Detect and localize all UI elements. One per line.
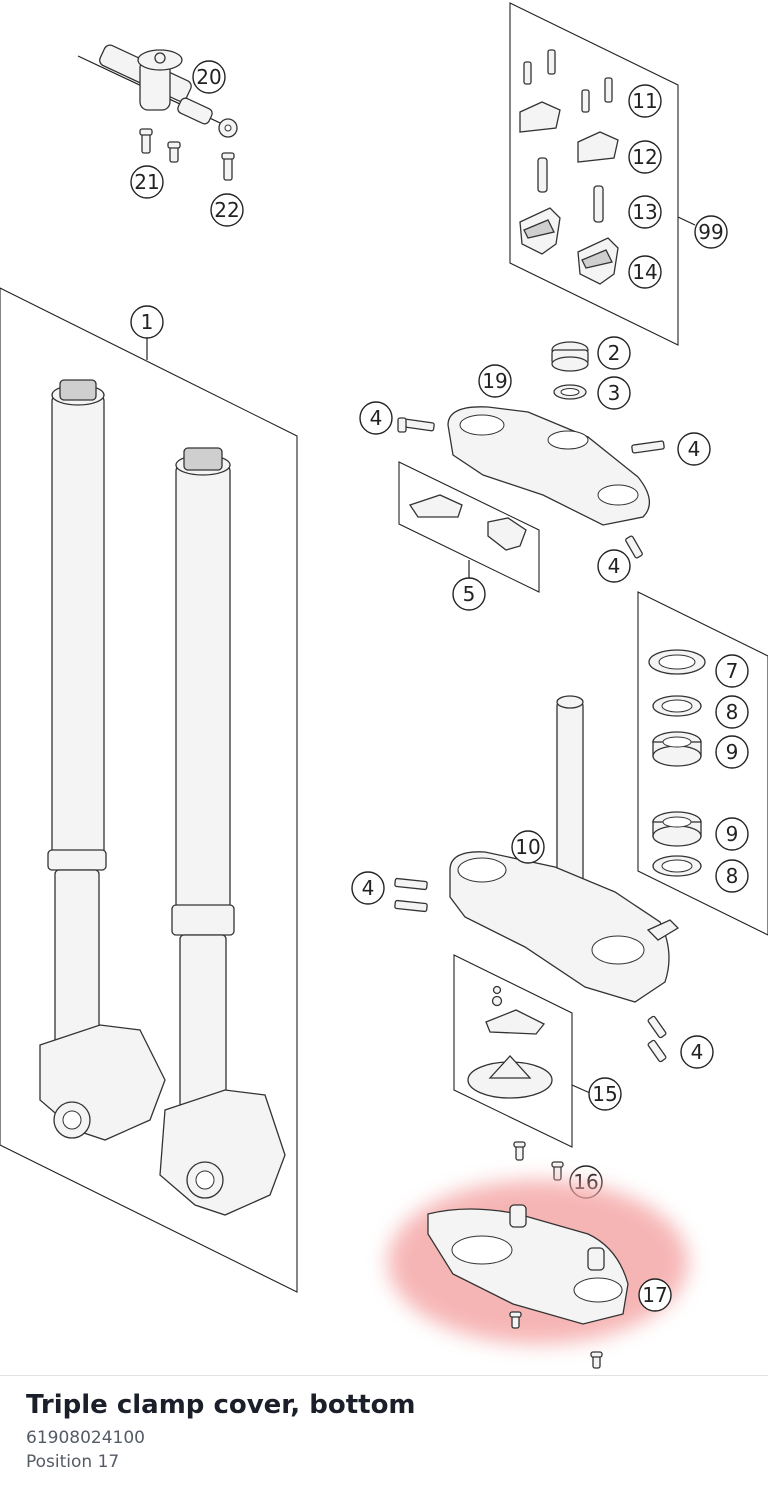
- callout-14[interactable]: 14: [628, 255, 662, 289]
- kit-frame-99: [509, 2, 679, 346]
- svg-text:7: 7: [726, 659, 739, 683]
- callout-4-d[interactable]: 4: [351, 871, 385, 905]
- svg-text:5: 5: [463, 582, 476, 606]
- fork-leg-left[interactable]: [39, 379, 166, 1141]
- cable-guide[interactable]: [408, 494, 527, 551]
- svg-text:11: 11: [632, 89, 657, 113]
- part-name: Triple clamp cover, bottom: [26, 1390, 416, 1420]
- svg-text:4: 4: [362, 876, 375, 900]
- exploded-parts-diagram: 20 21 22 11 12 13 14 99 1: [0, 2, 768, 1369]
- svg-text:9: 9: [726, 740, 739, 764]
- svg-text:8: 8: [726, 864, 739, 888]
- fork-frame-1: [0, 287, 298, 1293]
- callout-22[interactable]: 22: [210, 193, 244, 227]
- bearing-9-lower[interactable]: [652, 811, 702, 847]
- part-position: Position 17: [26, 1452, 120, 1472]
- svg-text:99: 99: [698, 220, 723, 244]
- callout-4-e[interactable]: 4: [680, 1035, 714, 1069]
- callout-10[interactable]: 10: [511, 830, 545, 864]
- callout-5[interactable]: 5: [452, 577, 486, 611]
- callout-4-b[interactable]: 4: [677, 432, 711, 466]
- callout-1[interactable]: 1: [130, 305, 164, 339]
- bearing-seal-7[interactable]: [648, 649, 706, 675]
- svg-text:12: 12: [632, 145, 657, 169]
- svg-text:8: 8: [726, 700, 739, 724]
- svg-text:4: 4: [370, 406, 383, 430]
- callout-2[interactable]: 2: [597, 336, 631, 370]
- bolt-4-lower-clamp-left: [394, 877, 428, 913]
- callout-8-a[interactable]: 8: [715, 695, 749, 729]
- lower-triple-clamp[interactable]: [449, 695, 680, 1003]
- svg-text:22: 22: [214, 198, 239, 222]
- svg-text:2: 2: [608, 341, 621, 365]
- kit-frame-15: [453, 954, 573, 1148]
- part-info-panel: Triple clamp cover, bottom 61908024100 P…: [0, 1375, 768, 1491]
- callout-9-a[interactable]: 9: [715, 735, 749, 769]
- svg-text:13: 13: [632, 200, 657, 224]
- svg-text:4: 4: [608, 554, 621, 578]
- callout-11[interactable]: 11: [628, 84, 662, 118]
- cover-screws: [509, 1311, 603, 1369]
- callout-3[interactable]: 3: [597, 376, 631, 410]
- callout-7[interactable]: 7: [715, 654, 749, 688]
- svg-text:3: 3: [608, 381, 621, 405]
- steering-damper[interactable]: [77, 43, 238, 138]
- svg-text:15: 15: [592, 1082, 617, 1106]
- svg-text:10: 10: [515, 835, 540, 859]
- svg-text:1: 1: [141, 310, 154, 334]
- callout-19[interactable]: 19: [478, 364, 512, 398]
- svg-text:9: 9: [726, 822, 739, 846]
- callout-99[interactable]: 99: [694, 215, 728, 249]
- bolt-22: [221, 152, 235, 181]
- kit-frame-bearings: [637, 591, 768, 936]
- callout-12[interactable]: 12: [628, 140, 662, 174]
- kit-frame-5: [398, 461, 540, 593]
- bolt-21b: [167, 141, 181, 163]
- upper-triple-clamp[interactable]: [447, 406, 650, 526]
- svg-text:21: 21: [134, 170, 159, 194]
- svg-text:17: 17: [642, 1283, 667, 1307]
- bearing-ring-8-lower[interactable]: [652, 855, 702, 877]
- fork-leg-right[interactable]: [159, 447, 286, 1216]
- bolt-4-lower: [625, 535, 643, 559]
- screw-16: [513, 1141, 564, 1181]
- svg-text:4: 4: [688, 437, 701, 461]
- handlebar-clamp-lower[interactable]: [519, 207, 619, 285]
- handlebar-clamp-upper[interactable]: [519, 101, 619, 163]
- bolt-21: [139, 128, 153, 154]
- steering-lock-kit[interactable]: [467, 985, 553, 1099]
- svg-text:20: 20: [196, 65, 221, 89]
- washer-3[interactable]: [553, 384, 587, 400]
- bolt-4-lower-clamp-right: [647, 1015, 667, 1063]
- bolt-4-upper-left: [397, 417, 435, 433]
- svg-text:19: 19: [482, 369, 507, 393]
- bearing-9-upper[interactable]: [652, 731, 702, 767]
- callout-9-b[interactable]: 9: [715, 817, 749, 851]
- callout-15[interactable]: 15: [588, 1077, 622, 1111]
- steering-stem-nut[interactable]: [551, 341, 589, 372]
- callout-17[interactable]: 17: [638, 1278, 672, 1312]
- bolt-4-upper-right: [631, 440, 665, 454]
- callout-13[interactable]: 13: [628, 195, 662, 229]
- part-number: 61908024100: [26, 1428, 145, 1448]
- callout-4-c[interactable]: 4: [597, 549, 631, 583]
- callout-21[interactable]: 21: [130, 165, 164, 199]
- callout-4-a[interactable]: 4: [359, 401, 393, 435]
- bearing-ring-8[interactable]: [652, 695, 702, 717]
- svg-text:14: 14: [632, 260, 657, 284]
- triple-clamp-cover-bottom[interactable]: [427, 1204, 629, 1325]
- svg-text:4: 4: [691, 1040, 704, 1064]
- callout-8-b[interactable]: 8: [715, 859, 749, 893]
- handlebar-clamp-bolts: [523, 49, 613, 223]
- callout-20[interactable]: 20: [192, 60, 226, 94]
